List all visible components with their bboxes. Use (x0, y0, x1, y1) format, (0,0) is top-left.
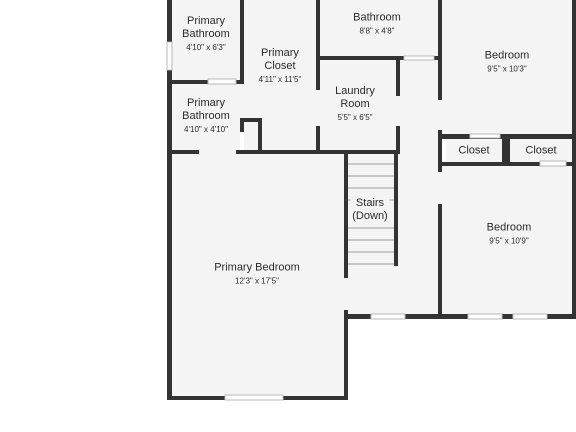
floor-bedroom-top (442, 0, 572, 134)
room-name: (Down) (352, 210, 388, 222)
window (469, 133, 501, 139)
room-dimensions: 9'5" x 10'9" (489, 236, 529, 246)
room-dimensions: 4'10" x 6'3" (186, 43, 226, 52)
room-name: Bathroom (182, 28, 230, 40)
room-label-primary-bedroom: Primary Bedroom 12'3" x 17'5" (214, 262, 300, 287)
room-name: Bathroom (182, 110, 230, 122)
floor-stairs (346, 154, 396, 314)
floors (172, 0, 572, 396)
window (512, 313, 548, 320)
room-name: Bedroom (486, 221, 532, 234)
window (539, 160, 567, 167)
room-name: Closet (525, 144, 557, 157)
room-label-primary-bathroom-1: Primary Bathroom 4'10" x 6'3" (182, 15, 230, 53)
room-dimensions: 4'10" x 4'10" (184, 125, 228, 134)
room-dimensions: 5'5" x 6'5" (337, 113, 373, 122)
floor-closet-left (446, 139, 502, 162)
floor-primary-closet (244, 0, 316, 150)
room-label-stairs: Stairs (Down) (350, 197, 390, 223)
window (403, 55, 435, 61)
room-name: Bedroom (484, 49, 530, 62)
walls (167, 0, 576, 400)
floor-primary-bedroom (172, 154, 344, 396)
room-label-primary-closet: Primary Closet 4'11" x 11'5" (259, 47, 302, 85)
room-name: Stairs (355, 197, 385, 209)
room-dimensions: 4'11" x 11'5" (258, 75, 302, 84)
window (467, 313, 503, 320)
floor-primary-bathroom-1 (172, 0, 240, 80)
room-name: Closet (264, 60, 296, 72)
room-label-closet-left: Closet (458, 145, 489, 158)
floor-laundry-room (320, 60, 396, 150)
door-openings (199, 84, 442, 310)
room-name: Primary (261, 47, 299, 59)
room-name: Laundry (335, 85, 375, 97)
room-label-laundry-room: Laundry Room 5'5" x 6'5" (335, 85, 375, 123)
room-name: Bathroom (353, 11, 401, 24)
room-label-closet-right: Closet (525, 145, 556, 158)
room-label-primary-bathroom-2: Primary Bathroom 4'10" x 4'10" (182, 97, 230, 135)
window (207, 78, 237, 85)
room-label-bathroom: Bathroom 8'8" x 4'8" (353, 12, 401, 37)
room-name: Room (340, 98, 370, 110)
room-name: Primary Bedroom (214, 261, 300, 274)
floor-hallway (396, 60, 438, 314)
floor-bathroom (316, 0, 438, 56)
floor-primary-bathroom-2 (172, 84, 240, 150)
room-dimensions: 9'5" x 10'3" (487, 64, 527, 74)
window (166, 41, 173, 71)
window (370, 313, 406, 320)
room-dimensions: 12'3" x 17'5" (235, 276, 279, 286)
windows (166, 41, 567, 401)
room-dimensions: 8'8" x 4'8" (359, 26, 395, 36)
window (224, 394, 284, 401)
room-name: Closet (458, 144, 490, 157)
room-name: Primary (187, 15, 225, 27)
room-label-bedroom-top: Bedroom 9'5" x 10'3" (485, 50, 530, 75)
floor-closet-right (510, 139, 572, 162)
room-label-bedroom-bottom: Bedroom 9'5" x 10'9" (487, 222, 532, 247)
floor-bedroom-bottom (442, 166, 572, 314)
room-name: Primary (187, 97, 225, 109)
